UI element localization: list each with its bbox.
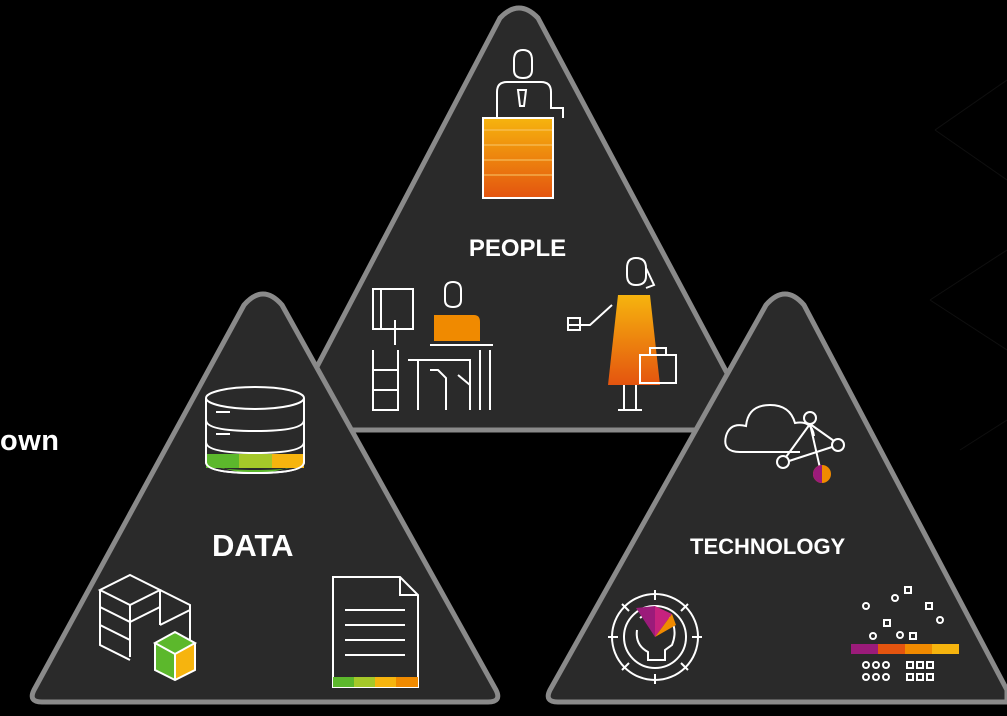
podium-speaker-icon: [482, 48, 564, 199]
data-triangle[interactable]: [29, 291, 501, 705]
data-points-icon: [851, 586, 959, 681]
people-label: PEOPLE: [468, 235, 567, 262]
desk-worker-icon: [372, 280, 493, 411]
background-decoration: [929, 79, 1007, 451]
people-triangle[interactable]: [284, 5, 757, 433]
document-icon: [332, 576, 419, 688]
cloud-network-icon: [724, 403, 845, 483]
cropped-side-text: own: [0, 425, 60, 457]
database-icon: [205, 386, 305, 475]
technology-label: TECHNOLOGY: [690, 534, 846, 559]
data-label: DATA: [212, 528, 294, 563]
business-traveler-icon: [567, 256, 677, 411]
gear-head-icon: [608, 590, 702, 684]
cubes-icon: [97, 573, 198, 682]
